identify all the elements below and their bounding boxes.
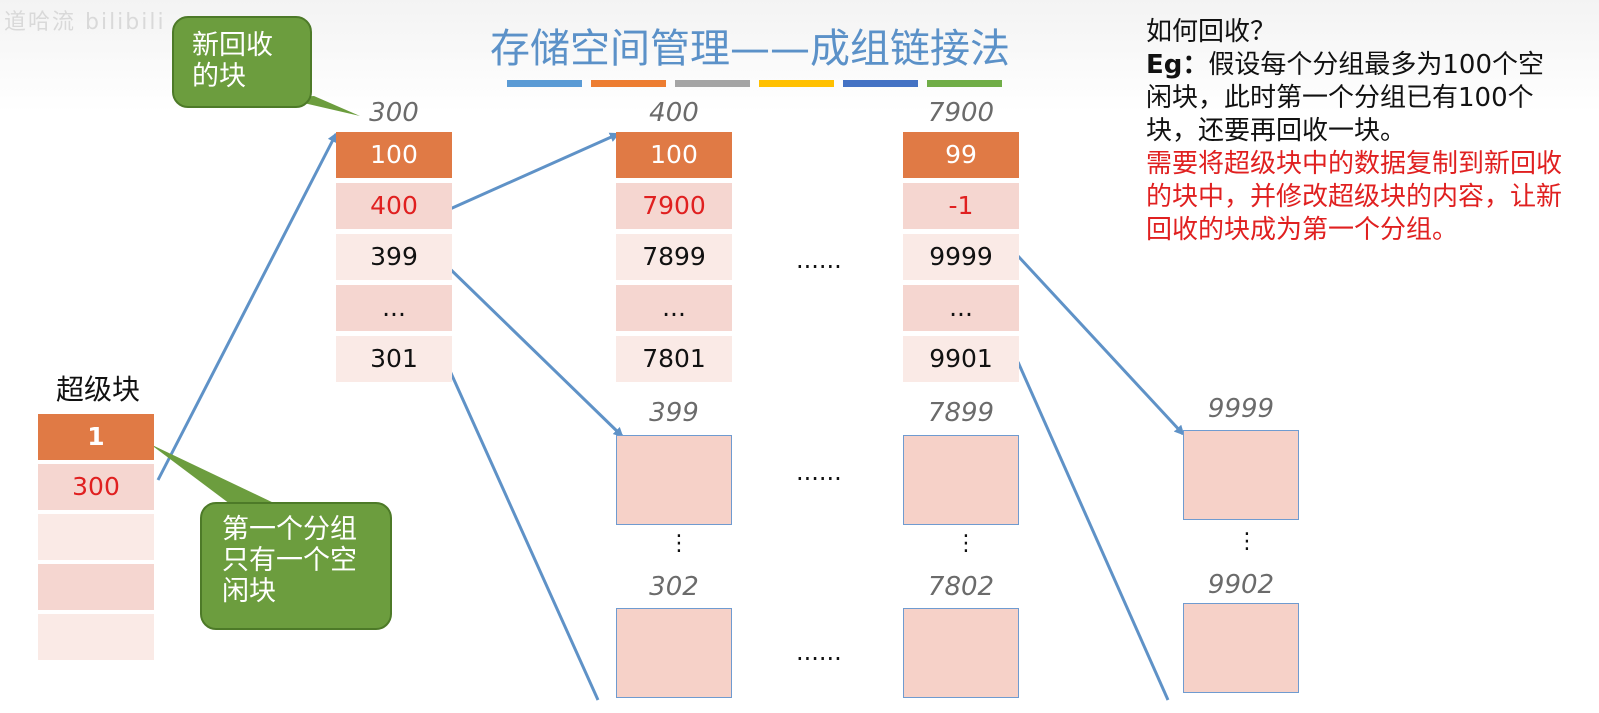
- super-block-empty-1: [38, 514, 154, 560]
- stripe-3: [675, 80, 750, 87]
- group-300-address: 300: [369, 98, 419, 128]
- free-block-entry: ...: [336, 285, 452, 331]
- super-block-empty-2: [38, 564, 154, 610]
- next-group-pointer: 400: [336, 183, 452, 229]
- arrow-301-down: [444, 361, 600, 701]
- group-7900-address: 7900: [927, 98, 995, 128]
- explanation-panel: 如何回收？ Eg：假设每个分组最多为100个空闲块，此时第一个分组已有100个块…: [1146, 16, 1566, 247]
- free-block: [616, 608, 732, 698]
- free-block: [903, 435, 1019, 525]
- free-block: [616, 435, 732, 525]
- group-count: 100: [336, 132, 452, 178]
- super-block-empty-3: [38, 614, 154, 660]
- stripe-2: [591, 80, 666, 87]
- group-count: 100: [616, 132, 732, 178]
- stripe-5: [843, 80, 918, 87]
- title-color-stripes: [507, 80, 1002, 87]
- super-block-count: 1: [38, 414, 154, 460]
- next-group-pointer: 7900: [616, 183, 732, 229]
- free-block-address: 9902: [1207, 570, 1275, 600]
- next-group-pointer: -1: [903, 183, 1019, 229]
- horizontal-ellipsis: ......: [796, 458, 842, 486]
- stripe-6: [927, 80, 1002, 87]
- free-block-address: 9999: [1207, 394, 1275, 424]
- bubble-first-tail: [150, 444, 276, 510]
- super-block-label: 超级块: [56, 373, 141, 406]
- stripe-1: [507, 80, 582, 87]
- watermark: 道哈流 bilibili: [4, 10, 166, 35]
- horizontal-ellipsis: ......: [796, 638, 842, 666]
- free-block-address: 399: [649, 398, 699, 428]
- arrow-9999-to-block: [1016, 254, 1185, 436]
- free-block-entry: 301: [336, 336, 452, 382]
- vertical-ellipsis: ⋮: [1236, 529, 1258, 554]
- slide-title: 存储空间管理——成组链接法: [490, 26, 1010, 72]
- stripe-4: [759, 80, 834, 87]
- vertical-ellipsis: ⋮: [668, 531, 690, 556]
- explanation-answer: 需要将超级块中的数据复制到新回收的块中，并修改超级块的内容，让新回收的块成为第一…: [1146, 149, 1563, 245]
- super-block: 1 300: [38, 414, 154, 664]
- free-block-entry: ...: [616, 285, 732, 331]
- arrow-300-to-400: [449, 132, 620, 211]
- group-block-400: 100 7900 7899 ... 7801: [616, 132, 732, 387]
- horizontal-ellipsis: ......: [796, 246, 842, 274]
- free-block-address: 302: [649, 572, 699, 602]
- group-400-address: 400: [649, 98, 699, 128]
- free-block-address: 7899: [927, 398, 995, 428]
- example-prefix: Eg：: [1146, 50, 1209, 80]
- super-block-next: 300: [38, 464, 154, 510]
- free-block-address: 7802: [927, 572, 995, 602]
- explanation-example: Eg：假设每个分组最多为100个空闲块，此时第一个分组已有100个块，还要再回收…: [1146, 49, 1566, 148]
- group-block-300: 100 400 399 ... 301: [336, 132, 452, 387]
- explanation-question: 如何回收？: [1146, 17, 1277, 47]
- arrow-399-to-block: [444, 263, 624, 438]
- group-block-7900: 99 -1 9999 ... 9901: [903, 132, 1019, 387]
- free-block-entry: 7801: [616, 336, 732, 382]
- callout-first-group-one-block: 第一个分组只有一个空闲块: [200, 502, 392, 630]
- group-count: 99: [903, 132, 1019, 178]
- free-block-entry: 9901: [903, 336, 1019, 382]
- free-block-entry: 7899: [616, 234, 732, 280]
- callout-new-reclaimed-block: 新回收的块: [172, 16, 312, 108]
- example-text: 假设每个分组最多为100个空闲块，此时第一个分组已有100个块，还要再回收一块。: [1146, 50, 1545, 146]
- free-block-entry: 399: [336, 234, 452, 280]
- free-block: [903, 608, 1019, 698]
- free-block: [1183, 430, 1299, 520]
- free-block: [1183, 603, 1299, 693]
- arrow-super-to-300: [156, 132, 338, 481]
- free-block-entry: 9999: [903, 234, 1019, 280]
- arrow-9901-down: [1016, 361, 1170, 701]
- vertical-ellipsis: ⋮: [955, 531, 977, 556]
- free-block-entry: ...: [903, 285, 1019, 331]
